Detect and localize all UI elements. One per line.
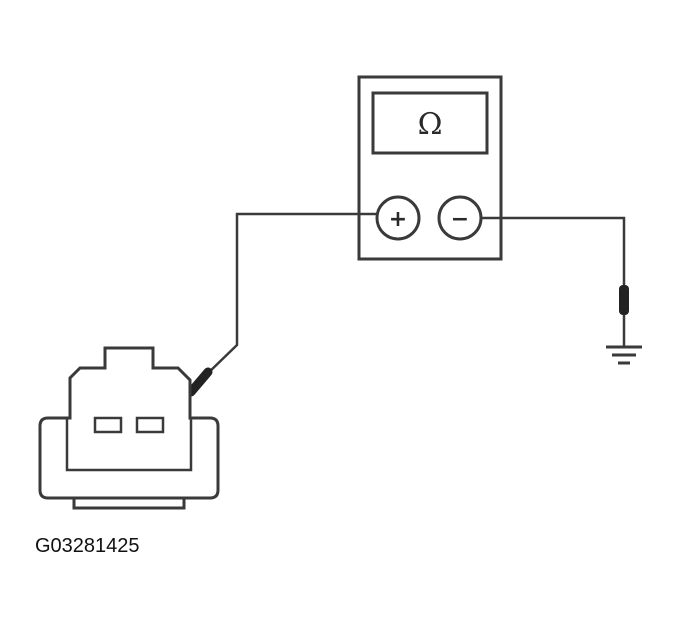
positive-lead-wire <box>204 212 377 377</box>
multimeter: Ω + − <box>357 75 503 261</box>
negative-terminal-sign: − <box>451 207 469 232</box>
multimeter-display <box>371 91 489 155</box>
connector-pin-cavity-1 <box>93 416 123 434</box>
positive-probe-handle <box>186 367 213 397</box>
positive-terminal <box>375 195 421 241</box>
connector-outer-shell <box>38 346 220 500</box>
connector-bottom-latch <box>72 496 186 510</box>
ground-symbol-icon <box>606 345 642 365</box>
positive-terminal-sign: + <box>389 207 407 232</box>
negative-test-lead <box>481 216 642 365</box>
negative-lead-wire <box>481 216 626 285</box>
connector-pin-cavity-2 <box>135 416 165 434</box>
negative-probe-handle <box>619 285 629 315</box>
figure-id-label: G03281425 <box>35 535 140 557</box>
electrical-connector <box>38 346 220 510</box>
connector-inner-wall <box>65 419 193 472</box>
ohm-symbol: Ω <box>418 107 443 142</box>
